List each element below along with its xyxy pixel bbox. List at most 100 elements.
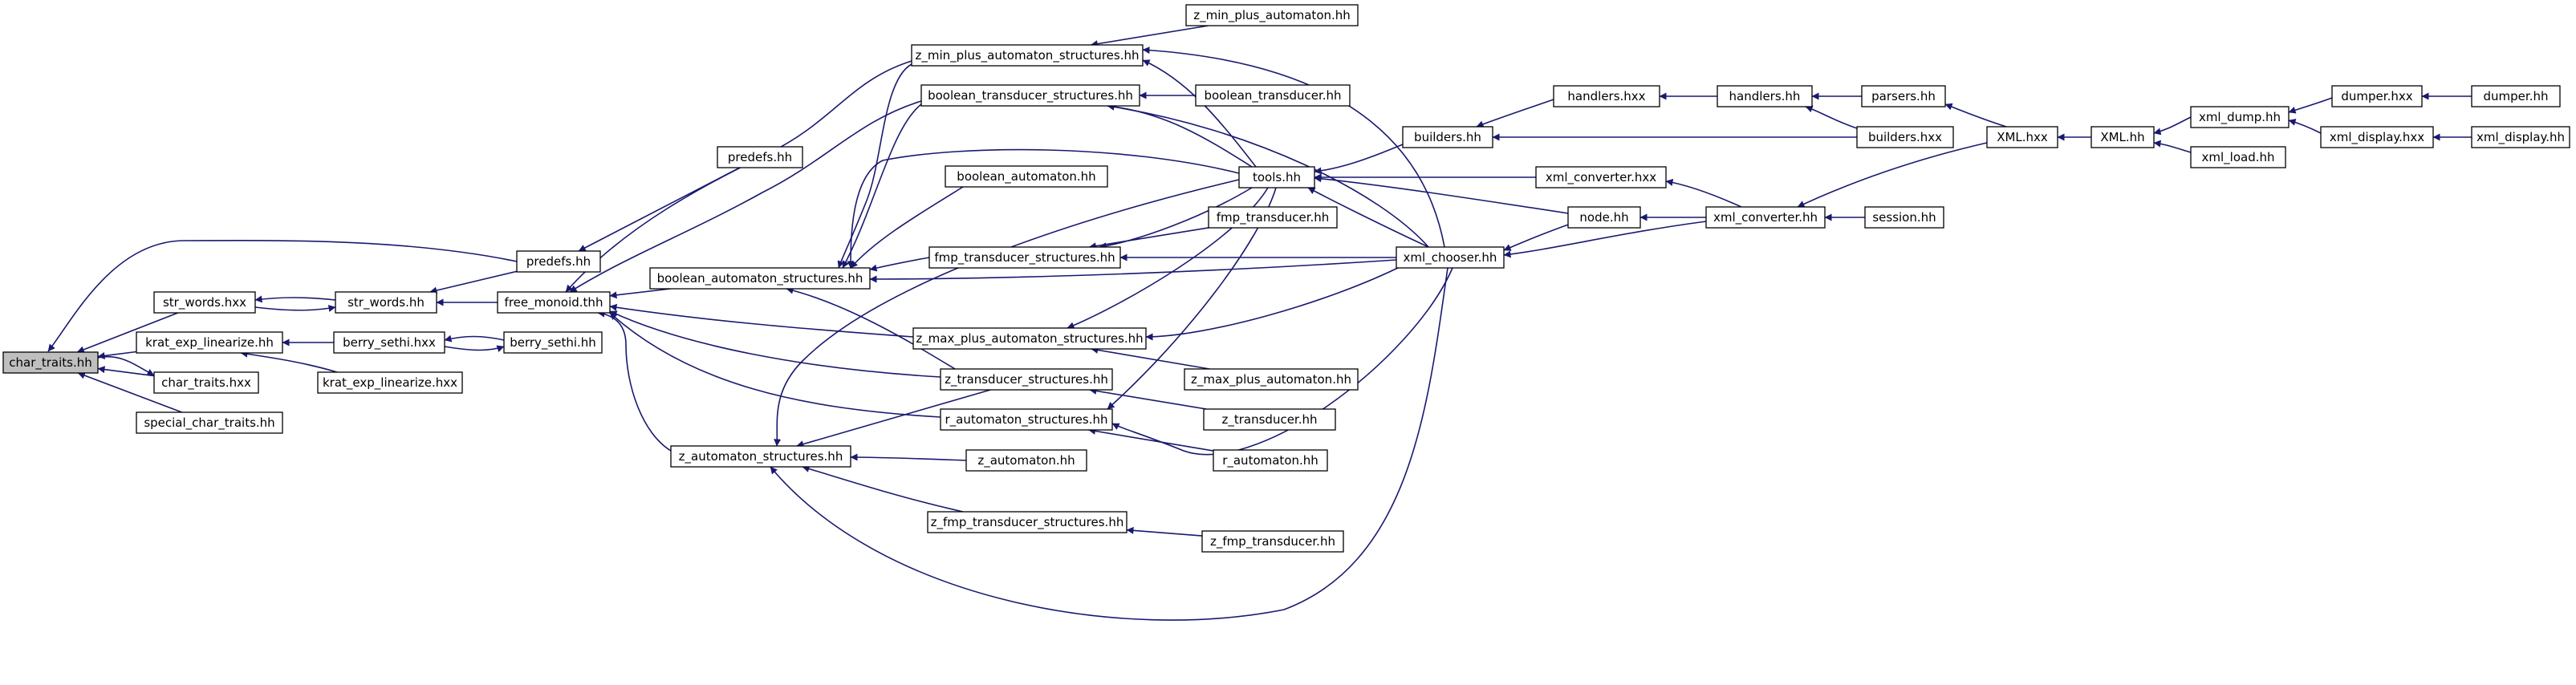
node-z-fmp-transducer-structures-hh[interactable]: z_fmp_transducer_structures.hh [927, 511, 1128, 533]
node-dumper-hh[interactable]: dumper.hh [2471, 85, 2561, 107]
node-krat-exp-linearize-hh[interactable]: krat_exp_linearize.hh [136, 331, 283, 354]
node-box [2190, 106, 2290, 128]
node-box [1184, 368, 1359, 391]
node-box [717, 146, 803, 168]
node-box [649, 267, 871, 290]
node-boolean-automaton-structures-hh[interactable]: boolean_automaton_structures.hh [649, 267, 871, 290]
node-predefs-hh-2[interactable]: predefs.hh [717, 146, 803, 168]
edge-berry-sethi-hxx-to-berry-sethi-hh [444, 345, 505, 352]
node-box [965, 449, 1087, 472]
node-label: xml_chooser.hh [1404, 250, 1497, 265]
node-dumper-hxx[interactable]: dumper.hxx [2331, 85, 2423, 107]
node-xml-hh[interactable]: XML.hh [2090, 126, 2155, 148]
node-label: krat_exp_linearize.hh [145, 335, 274, 351]
node-xml-hxx[interactable]: XML.hxx [1986, 126, 2058, 148]
node-berry-sethi-hxx[interactable]: berry_sethi.hxx [333, 331, 445, 354]
node-r-automaton-hh[interactable]: r_automaton.hh [1213, 449, 1328, 472]
node-label: z_transducer.hh [1221, 412, 1317, 428]
edge-handlers-hxx-to-builders-hh [1476, 99, 1554, 128]
node-xml-converter-hxx[interactable]: xml_converter.hxx [1535, 166, 1667, 188]
node-node-hh[interactable]: node.hh [1567, 206, 1641, 229]
node-box [503, 331, 603, 354]
node-box [912, 327, 1147, 350]
node-berry-sethi-hh[interactable]: berry_sethi.hh [503, 331, 603, 354]
node-z-min-plus-automaton-hh[interactable]: z_min_plus_automaton.hh [1185, 4, 1359, 26]
node-label: str_words.hh [347, 295, 425, 310]
node-free-monoid-thh[interactable]: free_monoid.thh [497, 291, 611, 314]
node-z-min-plus-automaton-structures-hh[interactable]: z_min_plus_automaton_structures.hh [911, 44, 1144, 67]
edge-z-max-plus-automaton-hh-to-z-max-plus-automaton-structures-hh [1091, 346, 1210, 370]
node-label: xml_converter.hh [1713, 210, 1818, 225]
edge-xml-chooser-hh-to-z-automaton-structures-hh [770, 267, 1448, 621]
node-xml-display-hh[interactable]: xml_display.hh [2471, 126, 2570, 148]
edge-z-transducer-structures-hh-to-free-monoid-thh [609, 310, 941, 378]
node-box [153, 371, 259, 394]
node-xml-load-hh[interactable]: xml_load.hh [2190, 146, 2286, 168]
node-boolean-transducer-hh[interactable]: boolean_transducer.hh [1195, 84, 1351, 107]
node-label: session.hh [1872, 210, 1936, 225]
node-label: predefs.hh [728, 150, 792, 164]
node-box [1402, 126, 1493, 148]
node-xml-chooser-hh[interactable]: xml_chooser.hh [1396, 246, 1505, 269]
edge-z-max-plus-automaton-structures-hh-to-free-monoid-thh [609, 303, 914, 338]
node-builders-hh[interactable]: builders.hh [1402, 126, 1493, 148]
node-label: r_automaton_structures.hh [945, 412, 1108, 428]
node-xml-dump-hh[interactable]: xml_dump.hh [2190, 106, 2290, 128]
node-z-transducer-structures-hh[interactable]: z_transducer_structures.hh [940, 368, 1113, 391]
node-label: free_monoid.thh [505, 295, 603, 310]
node-label: boolean_automaton.hh [957, 169, 1095, 184]
node-handlers-hxx[interactable]: handlers.hxx [1553, 85, 1660, 107]
edge-z-min-plus-automaton-hh-to-z-min-plus-automaton-structures-hh [1090, 25, 1209, 48]
edge-xml-chooser-hh-to-boolean-transducer-structures-hh [1107, 103, 1429, 248]
node-z-max-plus-automaton-structures-hh[interactable]: z_max_plus_automaton_structures.hh [912, 327, 1147, 350]
node-box [1856, 126, 1954, 148]
node-char-traits-hxx[interactable]: char_traits.hxx [153, 371, 259, 394]
edge-berry-sethi-hh-to-berry-sethi-hxx [444, 334, 505, 342]
edge-xml-chooser-hh-to-tools-hh [1307, 187, 1429, 248]
node-boolean-automaton-hh[interactable]: boolean_automaton.hh [945, 165, 1108, 188]
edge-z-automaton-structures-hh-to-free-monoid-thh [597, 310, 672, 452]
node-label: tools.hh [1253, 170, 1301, 184]
node-z-transducer-hh[interactable]: z_transducer.hh [1203, 408, 1336, 431]
node-r-automaton-structures-hh[interactable]: r_automaton_structures.hh [940, 408, 1113, 431]
node-boolean-transducer-structures-hh[interactable]: boolean_transducer_structures.hh [920, 84, 1140, 107]
node-box [516, 250, 601, 273]
node-xml-converter-hh[interactable]: xml_converter.hh [1705, 206, 1826, 229]
edge-predefs-hh-to-char-traits-hh [47, 240, 518, 352]
node-str-words-hxx[interactable]: str_words.hxx [153, 291, 256, 314]
node-label: builders.hxx [1868, 130, 1942, 144]
node-z-automaton-structures-hh[interactable]: z_automaton_structures.hh [670, 445, 851, 468]
node-z-max-plus-automaton-hh[interactable]: z_max_plus_automaton.hh [1184, 368, 1359, 391]
edge-node-hh-to-tools-hh [1314, 175, 1569, 214]
node-label: boolean_automaton_structures.hh [657, 271, 863, 286]
node-char-traits-hh[interactable]: char_traits.hh [2, 351, 99, 374]
node-fmp-transducer-hh[interactable]: fmp_transducer.hh [1208, 206, 1338, 229]
node-box [1717, 85, 1813, 107]
node-label: node.hh [1579, 210, 1628, 225]
node-handlers-hh[interactable]: handlers.hh [1717, 85, 1813, 107]
node-xml-display-hxx[interactable]: xml_display.hxx [2320, 126, 2434, 148]
node-box [928, 246, 1121, 269]
node-parsers-hh[interactable]: parsers.hh [1861, 85, 1946, 107]
node-label: special_char_traits.hh [144, 415, 274, 431]
node-label: fmp_transducer_structures.hh [934, 250, 1115, 265]
node-krat-exp-linearize-hxx[interactable]: krat_exp_linearize.hxx [317, 371, 463, 394]
node-box [1213, 449, 1328, 472]
node-tools-hh[interactable]: tools.hh [1238, 166, 1315, 188]
node-builders-hxx[interactable]: builders.hxx [1856, 126, 1954, 148]
node-predefs-hh[interactable]: predefs.hh [516, 250, 601, 273]
node-box [1986, 126, 2058, 148]
edge-predefs-hh-to-str-words-hh [429, 270, 518, 294]
node-label: handlers.hh [1729, 89, 1801, 103]
node-label: xml_display.hxx [2330, 130, 2424, 145]
node-session-hh[interactable]: session.hh [1864, 206, 1944, 229]
node-z-fmp-transducer-hh[interactable]: z_fmp_transducer.hh [1201, 530, 1344, 553]
node-fmp-transducer-structures-hh[interactable]: fmp_transducer_structures.hh [928, 246, 1121, 269]
node-z-automaton-hh[interactable]: z_automaton.hh [965, 449, 1087, 472]
node-label: boolean_transducer_structures.hh [928, 88, 1133, 103]
node-special-char-traits-hh[interactable]: special_char_traits.hh [136, 411, 283, 434]
node-label: handlers.hxx [1567, 89, 1645, 103]
node-label: dumper.hh [2484, 89, 2549, 103]
node-str-words-hh[interactable]: str_words.hh [335, 291, 437, 314]
